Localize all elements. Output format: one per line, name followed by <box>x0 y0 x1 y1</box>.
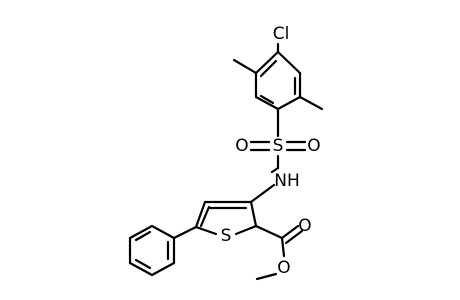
sulfonyl-sulfur-label: S <box>273 136 284 156</box>
thiophene-ring: S <box>194 200 258 246</box>
sulfonyl-oxygen-right-label: O <box>307 136 320 156</box>
sulfonyl-group: S O O <box>235 107 321 170</box>
methyl-substituents <box>232 58 324 111</box>
amine-linker: NH <box>249 166 300 204</box>
ester-oxygen-label: O <box>277 258 290 278</box>
chlorodimethylphenyl-ring <box>254 50 302 111</box>
sulfonyl-oxygen-left-label: O <box>235 136 248 156</box>
thiophene-sulfur-label: S <box>221 226 232 246</box>
phenyl-ring <box>128 224 198 277</box>
amine-nh-label: NH <box>274 171 300 191</box>
methyl-ester-group: O O <box>254 216 312 281</box>
chlorine-label: Cl <box>273 24 290 44</box>
carbonyl-oxygen-label: O <box>298 216 311 236</box>
chlorine-substituent: Cl <box>273 24 290 54</box>
